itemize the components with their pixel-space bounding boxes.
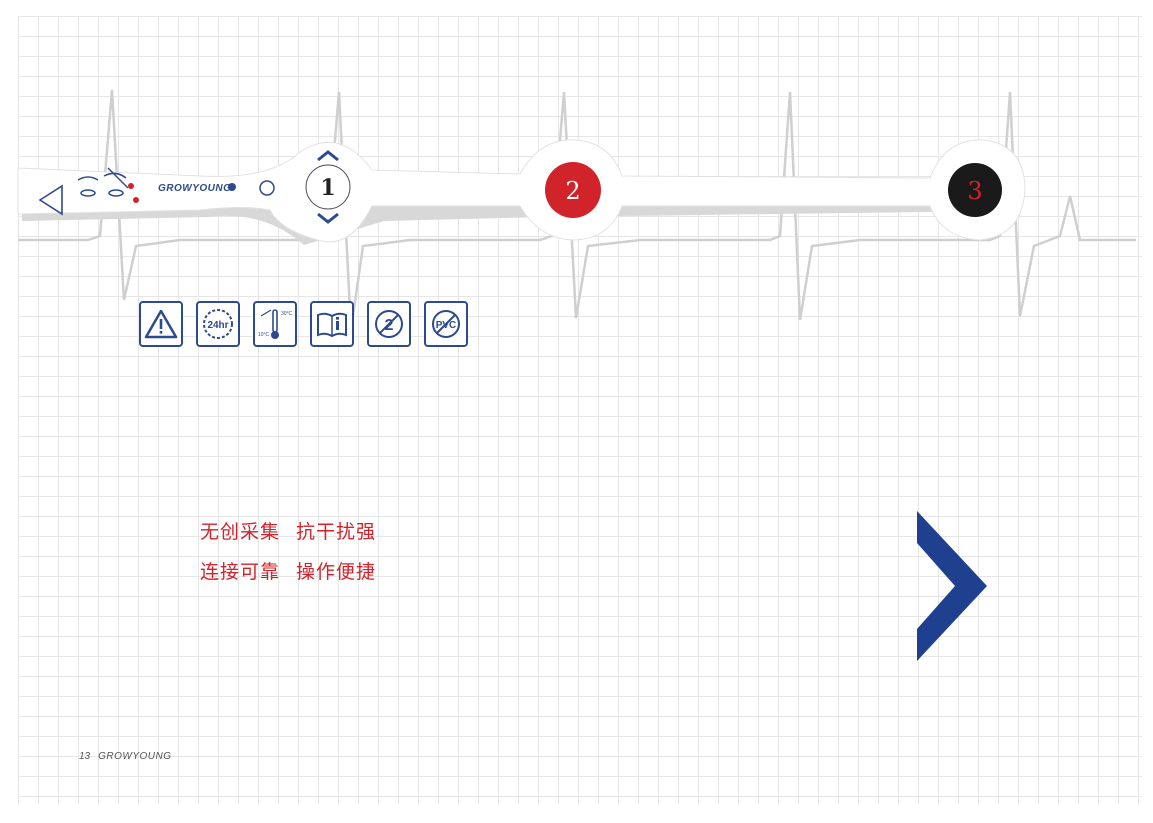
electrode-strip <box>17 139 1026 243</box>
slogan-line-1: 无创采集抗干扰强 <box>200 517 376 544</box>
electrode-2: 2 <box>545 162 601 218</box>
pvc-free-icon: PVC <box>424 301 468 347</box>
do-not-reuse-label: 2 <box>385 317 394 334</box>
strip-brand: GROWYOUNG <box>158 183 231 194</box>
temperature-limit-icon: 30°C 10°C <box>253 301 297 347</box>
temp-upper-label: 30°C <box>281 311 293 317</box>
electrode-3: 3 <box>948 163 1002 217</box>
do-not-reuse-icon: 2 <box>367 301 411 347</box>
24hr-label: 24hr <box>207 320 228 331</box>
latex-free-icon <box>259 180 275 196</box>
caution-icon <box>139 301 183 347</box>
pvc-label: PVC <box>436 320 457 331</box>
chevron-right-icon[interactable] <box>917 511 989 661</box>
slogan-phrase: 无创采集 <box>200 521 281 543</box>
caution-mark-icon <box>38 184 63 216</box>
electrode-3-label: 3 <box>967 177 982 205</box>
baby-face-icon <box>77 167 139 203</box>
24hr-use-icon: 24hr <box>196 301 240 347</box>
footer-brand: GROWYOUNG <box>98 751 172 762</box>
page-number: 13 <box>79 751 91 762</box>
slogan-line-2: 连接可靠操作便捷 <box>200 557 376 584</box>
electrode-1-label: 1 <box>320 175 335 201</box>
slogan-phrase: 连接可靠 <box>200 561 281 583</box>
consult-instructions-icon <box>310 301 354 347</box>
slogan-phrase: 抗干扰强 <box>296 521 377 543</box>
brand-mark-icon <box>228 183 236 191</box>
temp-lower-label: 10°C <box>258 332 270 338</box>
symbol-row: 24hr 30°C 10°C 2 PVC <box>139 301 468 347</box>
slogan-phrase: 操作便捷 <box>296 561 377 583</box>
electrode-2-label: 2 <box>565 177 580 205</box>
page-footer: 13 GROWYOUNG <box>79 751 172 762</box>
electrode-1: 1 <box>305 150 351 224</box>
